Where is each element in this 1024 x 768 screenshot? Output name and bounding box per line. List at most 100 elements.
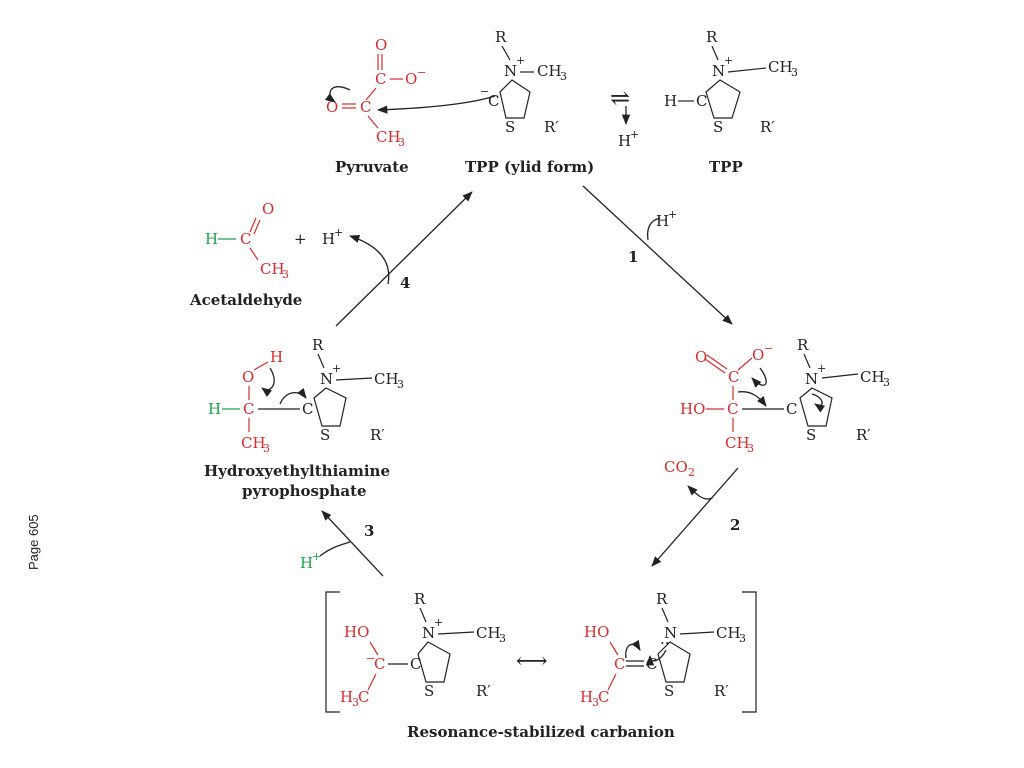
svg-text:R: R — [656, 590, 668, 608]
hetpp-label-line1: Hydroxyethylthiamine — [204, 462, 390, 480]
svg-text:3: 3 — [282, 268, 289, 281]
svg-text:3: 3 — [263, 442, 270, 455]
svg-text:CH: CH — [260, 260, 285, 278]
equilibrium-arrow: ⇌ — [610, 84, 630, 112]
svg-text:HO: HO — [680, 400, 705, 418]
step-4-proton-arrow — [349, 235, 390, 285]
svg-text:3: 3 — [397, 378, 404, 391]
svg-text:S: S — [505, 118, 515, 136]
svg-text:CH: CH — [860, 368, 885, 386]
acetaldehyde-label: Acetaldehyde — [189, 291, 302, 309]
svg-text:C: C — [360, 98, 371, 116]
svg-text:+: + — [724, 54, 733, 67]
svg-text:R: R — [495, 28, 507, 46]
attack-arrow — [376, 95, 496, 114]
svg-text:−: − — [764, 342, 773, 355]
svg-text:O: O — [695, 348, 707, 366]
svg-text:CH: CH — [241, 434, 266, 452]
svg-text:3: 3 — [560, 70, 567, 83]
svg-text:+: + — [817, 362, 826, 375]
tpp-ylid-structure: R N + CH 3 − C S R′ — [480, 28, 567, 136]
svg-text:N: N — [712, 62, 725, 80]
svg-text:S: S — [806, 426, 816, 444]
svg-text:+: + — [668, 208, 677, 221]
hetpp-structure: O H H C CH 3 C R N + CH 3 S R′ — [208, 336, 404, 455]
svg-text:C: C — [614, 655, 625, 673]
svg-text:3: 3 — [747, 442, 754, 455]
svg-text:3: 3 — [398, 136, 405, 149]
svg-text:R: R — [706, 28, 718, 46]
svg-text:O: O — [262, 200, 274, 218]
svg-text:C: C — [728, 368, 739, 386]
svg-text:+: + — [332, 362, 341, 375]
step-2-label: 2 — [730, 516, 740, 534]
svg-text:H: H — [300, 554, 313, 572]
svg-text:3: 3 — [791, 66, 798, 79]
svg-text:C: C — [302, 400, 313, 418]
svg-text:N: N — [805, 370, 818, 388]
carbanion-right-structure: HO C H 3 C C R N ·· CH 3 S R′ — [580, 590, 746, 709]
svg-text:+: + — [630, 128, 639, 141]
svg-text:C: C — [358, 688, 369, 706]
step-4-label: 4 — [400, 274, 410, 292]
svg-text:H: H — [205, 230, 218, 248]
svg-text:3: 3 — [499, 632, 506, 645]
svg-text:H: H — [270, 348, 283, 366]
svg-text:C: C — [488, 92, 499, 110]
svg-text:C: C — [786, 400, 797, 418]
svg-text:2: 2 — [688, 466, 695, 479]
svg-text:3: 3 — [739, 632, 746, 645]
svg-text:R′: R′ — [370, 426, 385, 444]
svg-text:S: S — [713, 118, 723, 136]
left-bracket — [325, 591, 340, 713]
svg-text:O: O — [405, 70, 417, 88]
pyruvate-structure: O C O − C O CH 3 — [324, 36, 426, 149]
resonance-arrow: ⟷ — [516, 649, 548, 674]
svg-text:H: H — [580, 688, 593, 706]
svg-text:HO: HO — [584, 623, 609, 641]
svg-text:H: H — [208, 400, 221, 418]
svg-text:R′: R′ — [856, 426, 871, 444]
svg-text:C: C — [646, 655, 657, 673]
step-3-label: 3 — [364, 522, 374, 540]
tpp-structure: R N + CH 3 H C S R′ — [664, 28, 798, 136]
acetaldehyde-structure: O H C CH 3 — [205, 200, 289, 281]
svg-text:H: H — [664, 92, 677, 110]
svg-text:C: C — [240, 230, 251, 248]
svg-text:C: C — [598, 688, 609, 706]
svg-text:N: N — [664, 624, 677, 642]
svg-text:CH: CH — [768, 58, 793, 76]
svg-text:+: + — [516, 54, 525, 67]
svg-text:··: ·· — [660, 634, 670, 652]
svg-text:C: C — [696, 92, 707, 110]
svg-text:R: R — [312, 336, 324, 354]
co2-release-arrow — [687, 485, 713, 500]
step-3-proton-arrow — [319, 541, 351, 557]
svg-text:C: C — [727, 400, 738, 418]
step-2-arrow — [651, 467, 739, 567]
step-1-arrow — [582, 185, 733, 325]
svg-text:−: − — [417, 66, 426, 79]
svg-text:O: O — [752, 346, 764, 364]
svg-text:+: + — [334, 226, 343, 239]
svg-text:N: N — [320, 370, 333, 388]
svg-text:CH: CH — [725, 434, 750, 452]
svg-text:CH: CH — [476, 624, 501, 642]
page-label: Page 605 — [26, 514, 41, 570]
svg-text:R: R — [797, 336, 809, 354]
svg-text:R′: R′ — [476, 682, 491, 700]
svg-text:H: H — [322, 230, 335, 248]
svg-text:N: N — [504, 62, 517, 80]
right-bracket — [742, 591, 757, 713]
plus-sign: + — [294, 230, 307, 248]
svg-text:−: − — [480, 85, 489, 98]
svg-text:CH: CH — [716, 624, 741, 642]
step-1-proton-arrow — [646, 217, 661, 241]
step-4-arrow — [335, 191, 473, 327]
svg-text:S: S — [664, 682, 674, 700]
lactyl-tpp-structure: O C O − HO C CH 3 C R N + CH 3 S R′ — [680, 336, 890, 455]
svg-text:3: 3 — [592, 696, 599, 709]
svg-text:C: C — [375, 70, 386, 88]
carbanion-left-structure: HO − C H 3 C C R N + CH 3 S R′ — [340, 590, 506, 709]
svg-text:C: C — [410, 655, 421, 673]
